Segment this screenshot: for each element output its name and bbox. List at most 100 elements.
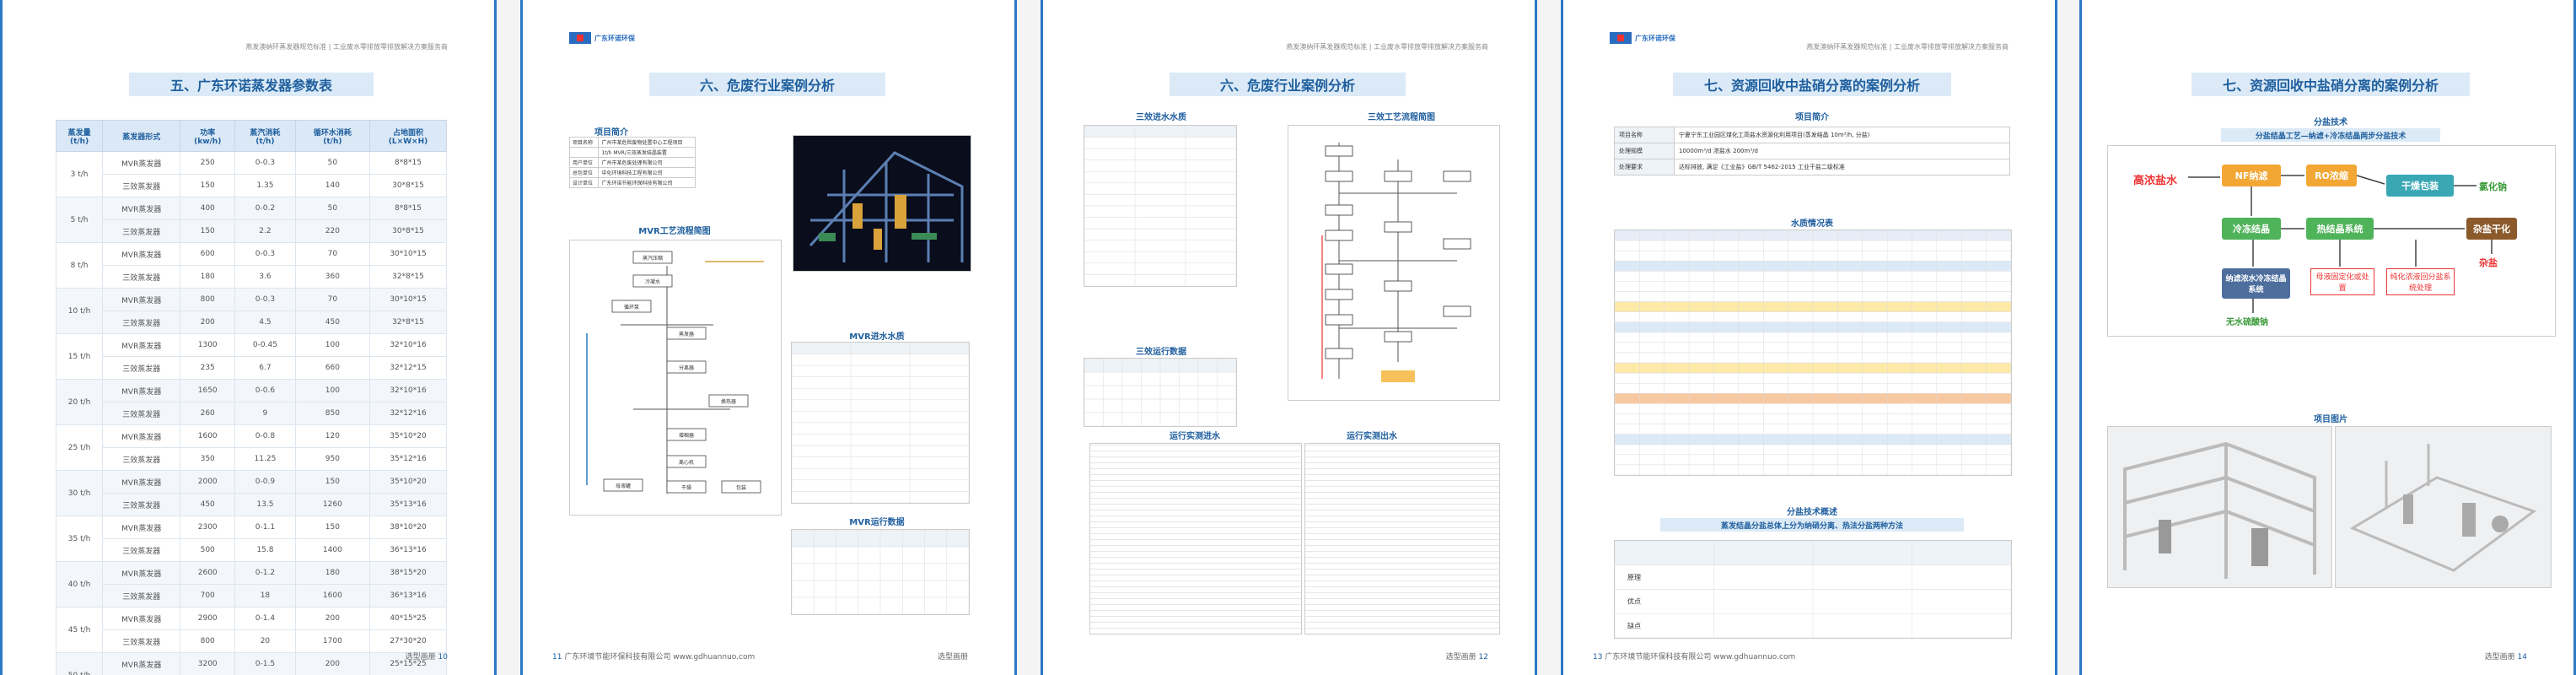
salt-tech-comparison-table: 原理优点缺点 <box>1614 540 2012 639</box>
page-parameter-table: 燕发澳纳环蒸发器规范标准 | 工业废水零排放零排放解决方案服务商 五、广东环诺蒸… <box>0 0 497 675</box>
flow-node: 母液罐 <box>603 478 643 492</box>
measured-influent-scan <box>1089 443 1302 634</box>
param-cell: 25 t/h <box>55 424 104 471</box>
feed-label: 高浓盐水 <box>2133 175 2178 187</box>
param-cell: 2000 <box>180 470 236 494</box>
param-cell: MVR蒸发器 <box>102 652 181 675</box>
table-row <box>791 434 970 446</box>
param-cell: 100 <box>294 333 370 357</box>
intro-cell: 宁夏宁东工业园区煤化工高盐水资源化利用项目(蒸发结晶 10m³/h, 分盐) <box>1674 127 2010 143</box>
page-number: 14 <box>2517 653 2527 662</box>
svg-text:蒸汽压缩: 蒸汽压缩 <box>643 255 663 262</box>
param-cell: 三效蒸发器 <box>102 447 181 471</box>
table-row <box>1084 148 1237 160</box>
table-row <box>791 422 970 435</box>
param-cell: 40*15*25 <box>368 607 448 630</box>
param-cell: 三效蒸发器 <box>102 584 181 608</box>
intro-cell: 中化环境科技工程有限公司 <box>598 167 696 178</box>
plant-3d-render <box>793 135 971 272</box>
param-cell: 150 <box>294 470 370 494</box>
tech-row-label: 原理 <box>1627 574 1641 581</box>
param-cell: 500 <box>180 538 236 562</box>
param-cell: 30*10*15 <box>368 288 448 311</box>
flow-node <box>1384 221 1412 233</box>
triple-effect-water-title: 三效进水水质 <box>1136 113 1186 122</box>
param-cell: 450 <box>294 310 370 334</box>
param-cell: 150 <box>180 219 236 243</box>
svg-text:冷凝水: 冷凝水 <box>645 278 660 285</box>
footer-right: 选型画册 <box>937 653 968 662</box>
mvr-water-quality-title: MVR进水水质 <box>849 332 905 342</box>
intro-cell: 广州市某危险废物处置中心工程项目 <box>598 137 696 148</box>
table-row <box>791 411 970 424</box>
param-cell: 32*8*15 <box>368 310 448 334</box>
param-cell: 0-0.8 <box>234 424 296 448</box>
flow-node: 换热器 <box>708 394 749 408</box>
triple-effect-operation-title: 三效运行数据 <box>1136 348 1186 357</box>
mvr-operation-table <box>791 529 970 615</box>
param-cell: 三效蒸发器 <box>102 219 181 243</box>
param-cell: 1700 <box>294 629 370 653</box>
page-title: 六、危废行业案例分析 <box>1170 73 1406 96</box>
table-row <box>1084 182 1237 195</box>
param-cell: 10 t/h <box>55 288 104 334</box>
param-cell: 800 <box>180 288 236 311</box>
param-cell: MVR蒸发器 <box>102 607 181 630</box>
param-cell: 30*8*15 <box>368 219 448 243</box>
tech-row-label: 优点 <box>1627 597 1641 606</box>
param-cell: 三效蒸发器 <box>102 493 181 516</box>
process-banner: 分盐结晶工艺—纳滤+冷冻结晶两步分盐技术 <box>2221 128 2440 142</box>
intro-cell: 总包单位 <box>568 167 600 178</box>
param-cell: 1600 <box>294 584 370 608</box>
param-cell: 20 <box>234 629 296 653</box>
flow-node <box>1384 331 1412 343</box>
param-cell: 3 t/h <box>55 151 104 197</box>
param-cell: 0-0.9 <box>234 470 296 494</box>
param-cell: 3.6 <box>234 265 296 289</box>
param-cell: 9 <box>234 402 296 425</box>
intro-row: 用户单位广州市某危废处理有限公司 <box>568 157 696 168</box>
param-cell: 15.8 <box>234 538 296 562</box>
table-row <box>791 388 970 401</box>
param-cell: 40 t/h <box>55 561 104 608</box>
tech-row-label: 缺点 <box>1627 621 1641 629</box>
param-cell: 38*10*20 <box>368 516 448 539</box>
param-cell: 220 <box>294 219 370 243</box>
table-row <box>791 479 970 492</box>
flow-node: 冷凝水 <box>632 274 673 288</box>
flow-node <box>1443 170 1471 182</box>
flow-node <box>1384 280 1412 292</box>
param-cell: 50 t/h <box>55 652 104 675</box>
flow-node: 循环泵 <box>611 300 652 313</box>
table-row <box>791 354 970 366</box>
flow-node <box>1384 170 1412 182</box>
other-label: 纯化浓液回分盐系统处理 <box>2386 268 2455 295</box>
svg-text:分离器: 分离器 <box>679 364 694 371</box>
intro-cell: 项目名称 <box>568 137 600 148</box>
param-cell: 200 <box>294 652 370 675</box>
param-cell: 800 <box>180 629 236 653</box>
project-photo-2 <box>2335 426 2552 588</box>
param-cell: 140 <box>294 174 370 197</box>
param-cell: 2600 <box>180 561 236 585</box>
page-number: 10 <box>438 653 448 662</box>
table-row <box>1084 274 1237 287</box>
param-cell: 0-0.3 <box>234 242 296 266</box>
salt-tech-banner: 蒸发结晶分盐总体上分为纳硝分离、热法分盐两种方法 <box>1660 518 1964 532</box>
table-row <box>1084 251 1237 264</box>
table-row <box>791 399 970 412</box>
param-cell: 32*10*16 <box>368 379 448 402</box>
param-cell: MVR蒸发器 <box>102 516 181 539</box>
table-row <box>1084 262 1237 275</box>
param-cell: 70 <box>294 242 370 266</box>
table-row <box>1084 205 1237 218</box>
